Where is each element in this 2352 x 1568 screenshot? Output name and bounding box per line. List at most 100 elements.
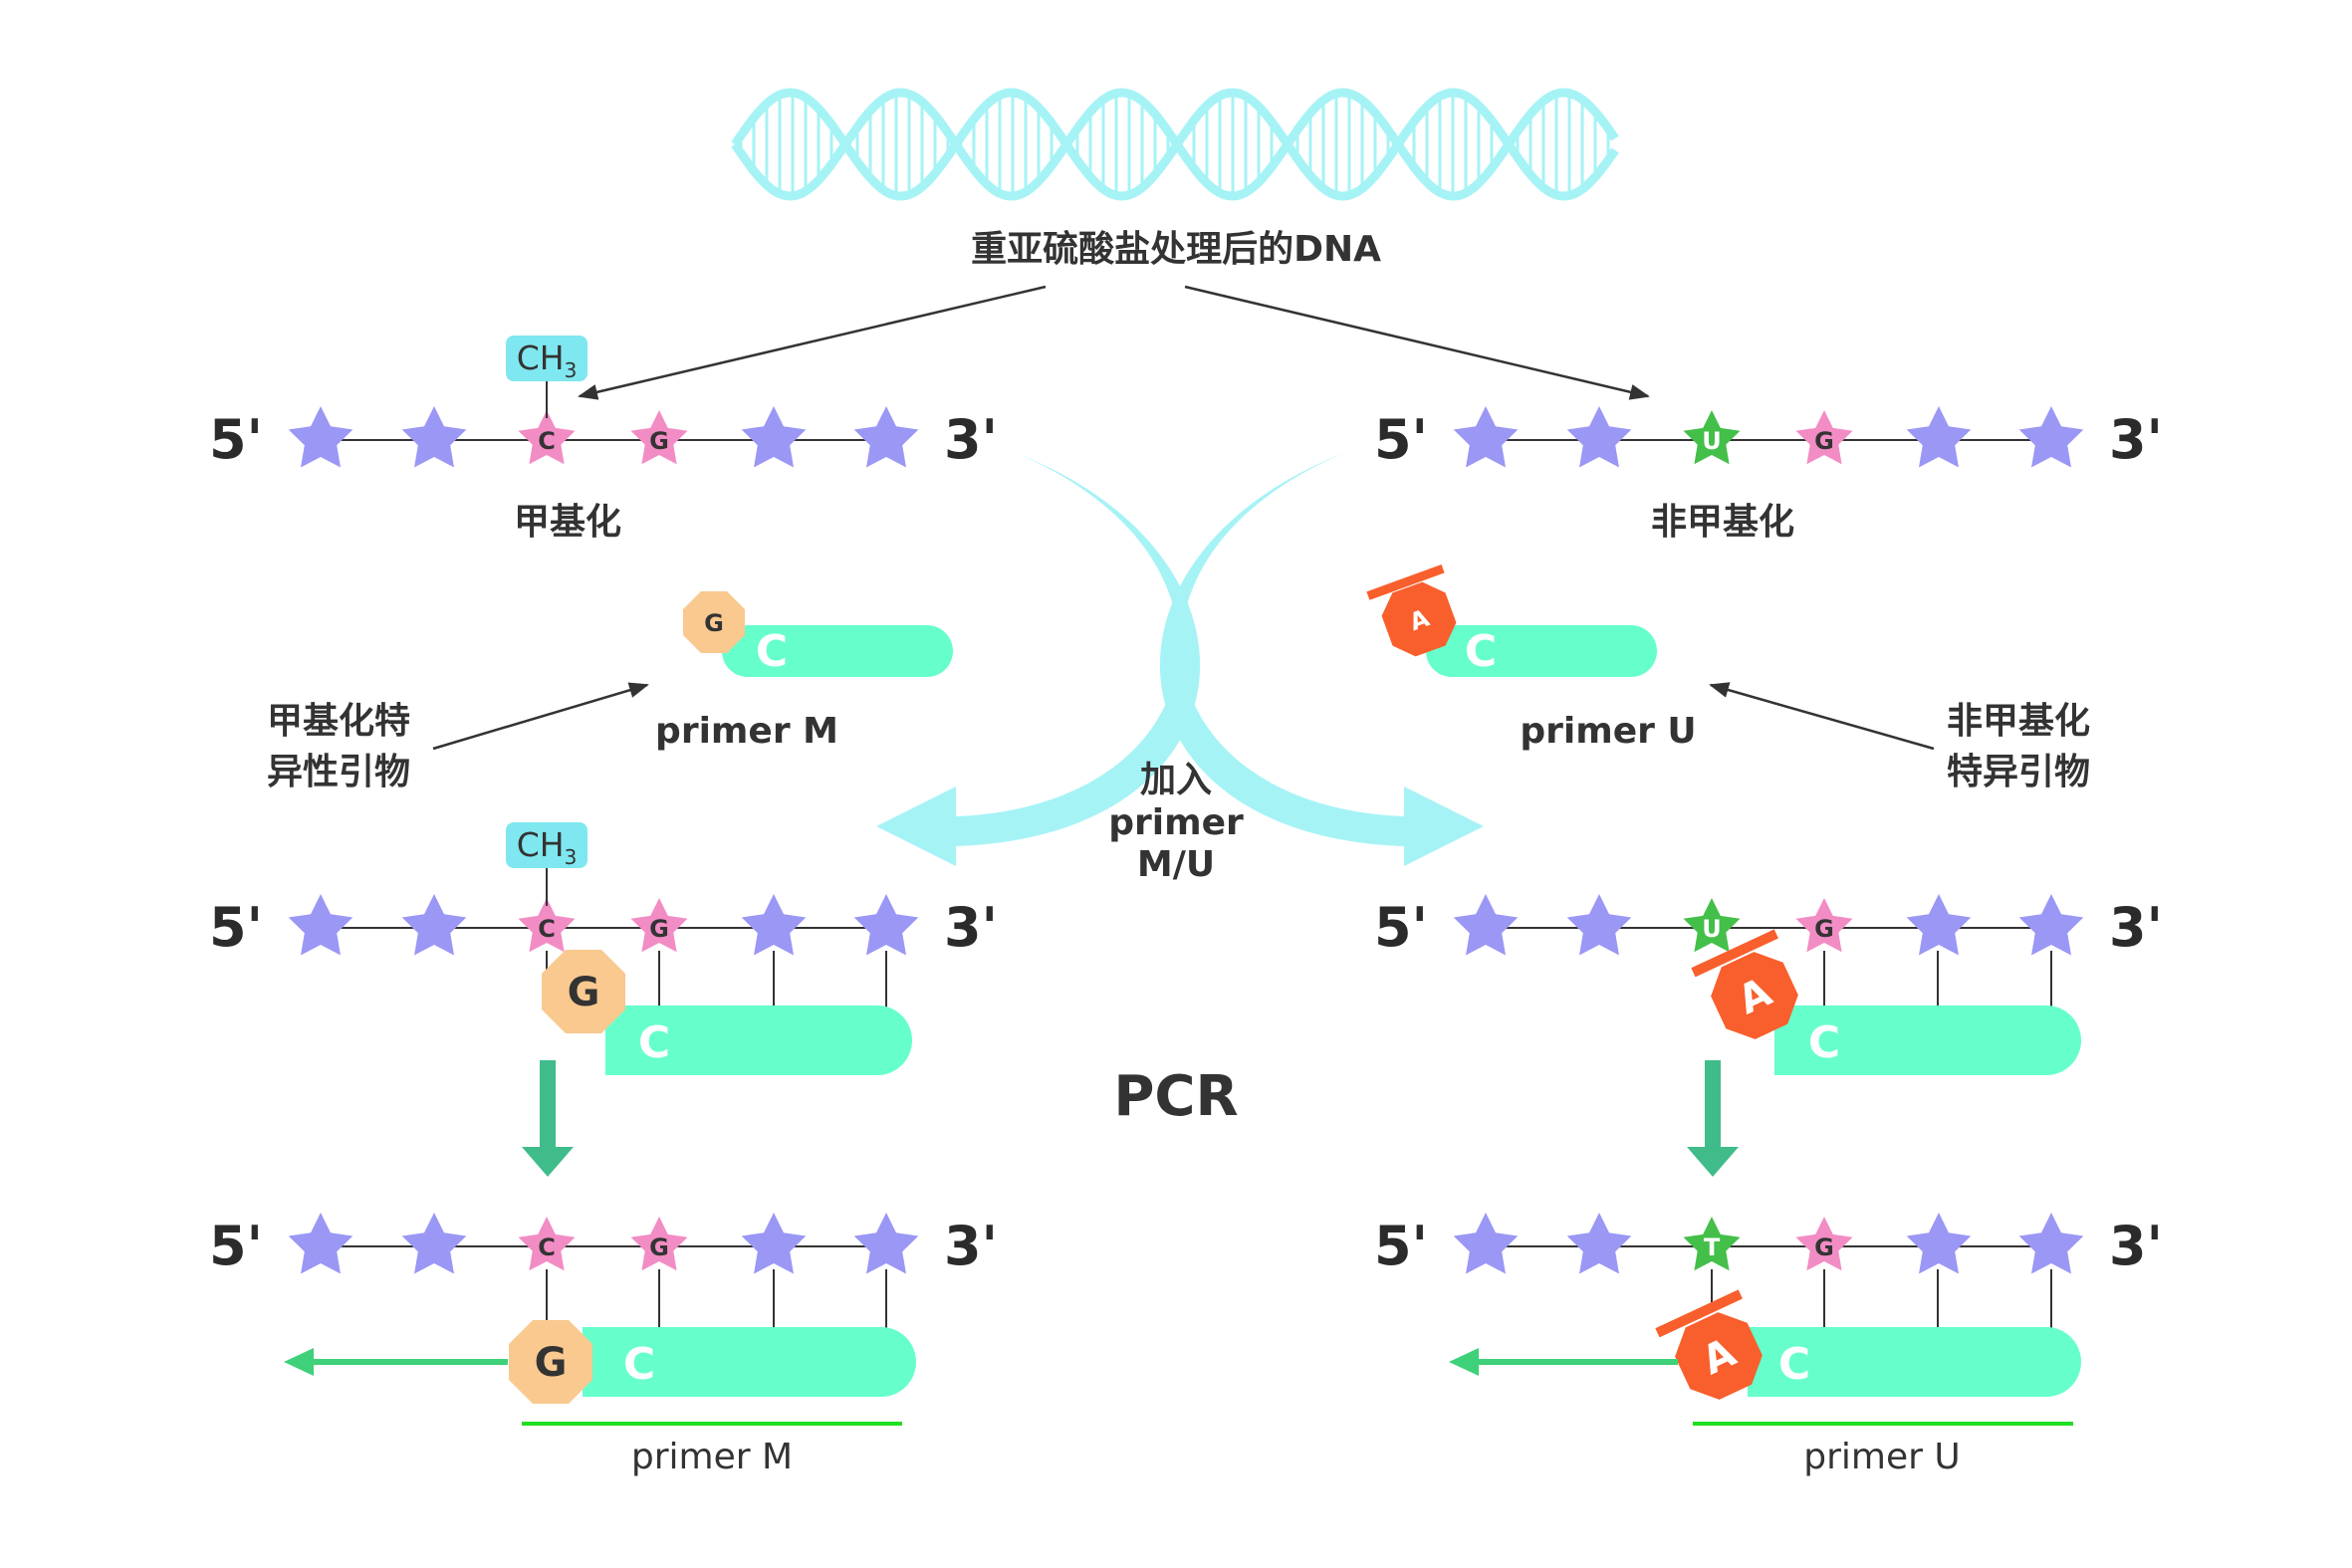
nucleotide-u-star-icon (1683, 410, 1741, 465)
big-arrow-left (876, 453, 1201, 866)
three-prime-label: 3' (2109, 1215, 2163, 1277)
methylated-label: 甲基化 (514, 502, 621, 543)
pcr-arrow-left (522, 1060, 574, 1177)
methyl-group-tag-2: CH3 (506, 822, 588, 906)
primer-u-underline (1693, 1422, 2073, 1426)
nucleotide-star-icon (1566, 894, 1632, 956)
three-prime-label: 3' (944, 896, 998, 959)
svg-text:C: C (1465, 626, 1497, 677)
primer-u-label-bottom: primer U (1803, 1437, 1960, 1477)
svg-text:CH3: CH3 (517, 338, 578, 382)
nucleotide-c-star-icon (518, 898, 576, 953)
nucleotide-label: C (538, 427, 556, 455)
pointer-arrow-right (1184, 285, 1650, 400)
unmethylated-label: 非甲基化 (1651, 502, 1794, 543)
primer-m-free: C G (683, 591, 953, 677)
five-prime-label: 5' (209, 1215, 263, 1277)
primer-m-underline (522, 1422, 902, 1426)
three-prime-label: 3' (944, 408, 998, 471)
a-tip-icon: A (1691, 929, 1798, 1039)
nucleotide-label: G (649, 915, 669, 943)
nucleotide-label: U (1702, 427, 1722, 455)
strand-unmethylated-extended: 5' 3' T G (1374, 1213, 2163, 1277)
unmethyl-specific-label-2: 特异引物 (1947, 752, 2090, 792)
nucleotide-star-icon (1566, 1213, 1632, 1274)
nucleotide-label: G (1814, 427, 1834, 455)
add-primer-line2: primer (1108, 802, 1244, 843)
svg-text:G: G (535, 1340, 568, 1386)
nucleotide-star-icon (2018, 406, 2084, 468)
svg-text:G: G (704, 609, 724, 637)
nucleotide-label: T (1704, 1233, 1721, 1261)
nucleotide-label: G (1814, 1233, 1834, 1261)
nucleotide-star-icon (853, 1213, 919, 1274)
methyl-specific-label-1: 甲基化特 (267, 701, 410, 742)
pcr-label: PCR (1113, 1064, 1238, 1129)
nucleotide-star-icon (401, 1213, 467, 1274)
nucleotide-star-icon (1906, 406, 1972, 468)
add-primer-line1: 加入 (1140, 760, 1212, 800)
svg-text:C: C (638, 1017, 670, 1068)
nucleotide-star-icon (288, 1213, 353, 1274)
nucleotide-star-icon (2018, 894, 2084, 956)
pointer-arrow-left (578, 285, 1047, 400)
nucleotide-star-icon (853, 406, 919, 468)
svg-text:C: C (623, 1339, 655, 1390)
add-primer-line3: M/U (1137, 844, 1215, 885)
nucleotide-g-star-icon (630, 898, 688, 953)
extension-arrow-icon (284, 1348, 314, 1376)
g-tip-icon: G (509, 1320, 592, 1404)
three-prime-label: 3' (2109, 896, 2163, 959)
unmethyl-specific-label-1: 非甲基化 (1947, 701, 2090, 742)
svg-text:C: C (1778, 1339, 1810, 1390)
five-prime-label: 5' (209, 408, 263, 471)
nucleotide-star-icon (288, 894, 353, 956)
dna-title: 重亚硫酸盐处理后的DNA (971, 229, 1381, 270)
nucleotide-star-icon (1453, 1213, 1519, 1274)
pointer-arrow-primer-u (1709, 682, 1935, 751)
extension-arrow-icon (1449, 1348, 1479, 1376)
nucleotide-star-icon (741, 1213, 807, 1274)
five-prime-label: 5' (1374, 1215, 1428, 1277)
nucleotide-label: C (538, 1233, 556, 1261)
dna-helix-icon (731, 88, 1619, 201)
nucleotide-star-icon (1566, 406, 1632, 468)
nucleotide-star-icon (1453, 406, 1519, 468)
primer-m-label: primer M (655, 711, 838, 752)
a-tip-icon: A (1655, 1289, 1763, 1400)
nucleotide-star-icon (853, 894, 919, 956)
primer-u-extended: C A (1449, 1269, 2081, 1426)
methyl-specific-label-2: 异性引物 (267, 752, 410, 792)
five-prime-label: 5' (209, 896, 263, 959)
svg-text:G: G (568, 970, 600, 1015)
nucleotide-c-star-icon (518, 410, 576, 465)
nucleotide-g-star-icon (630, 410, 688, 465)
g-tip-icon: G (683, 591, 745, 653)
nucleotide-u-star-icon (1683, 898, 1741, 953)
nucleotide-label: G (1814, 915, 1834, 943)
svg-text:CH3: CH3 (517, 825, 578, 869)
nucleotide-g-star-icon (1795, 410, 1853, 465)
three-prime-label: 3' (944, 1215, 998, 1277)
nucleotide-star-icon (401, 406, 467, 468)
methyl-group-tag: CH3 (506, 336, 588, 418)
nucleotide-star-icon (401, 894, 467, 956)
strand-methylated-annealed: 5' 3' C G (209, 894, 998, 959)
pointer-arrow-primer-m (432, 682, 649, 751)
three-prime-label: 3' (2109, 408, 2163, 471)
nucleotide-star-icon (741, 894, 807, 956)
nucleotide-c-star-icon (518, 1217, 576, 1271)
nucleotide-label: C (538, 915, 556, 943)
nucleotide-g-star-icon (1795, 898, 1853, 953)
nucleotide-star-icon (1906, 1213, 1972, 1274)
nucleotide-star-icon (1453, 894, 1519, 956)
primer-u-annealed: C A (1691, 929, 2081, 1075)
primer-m-label-bottom: primer M (631, 1437, 793, 1477)
svg-text:C: C (1808, 1017, 1840, 1068)
nucleotide-star-icon (1906, 894, 1972, 956)
nucleotide-t-star-icon (1683, 1217, 1741, 1271)
g-tip-icon: G (542, 950, 625, 1033)
svg-text:C: C (756, 626, 788, 677)
